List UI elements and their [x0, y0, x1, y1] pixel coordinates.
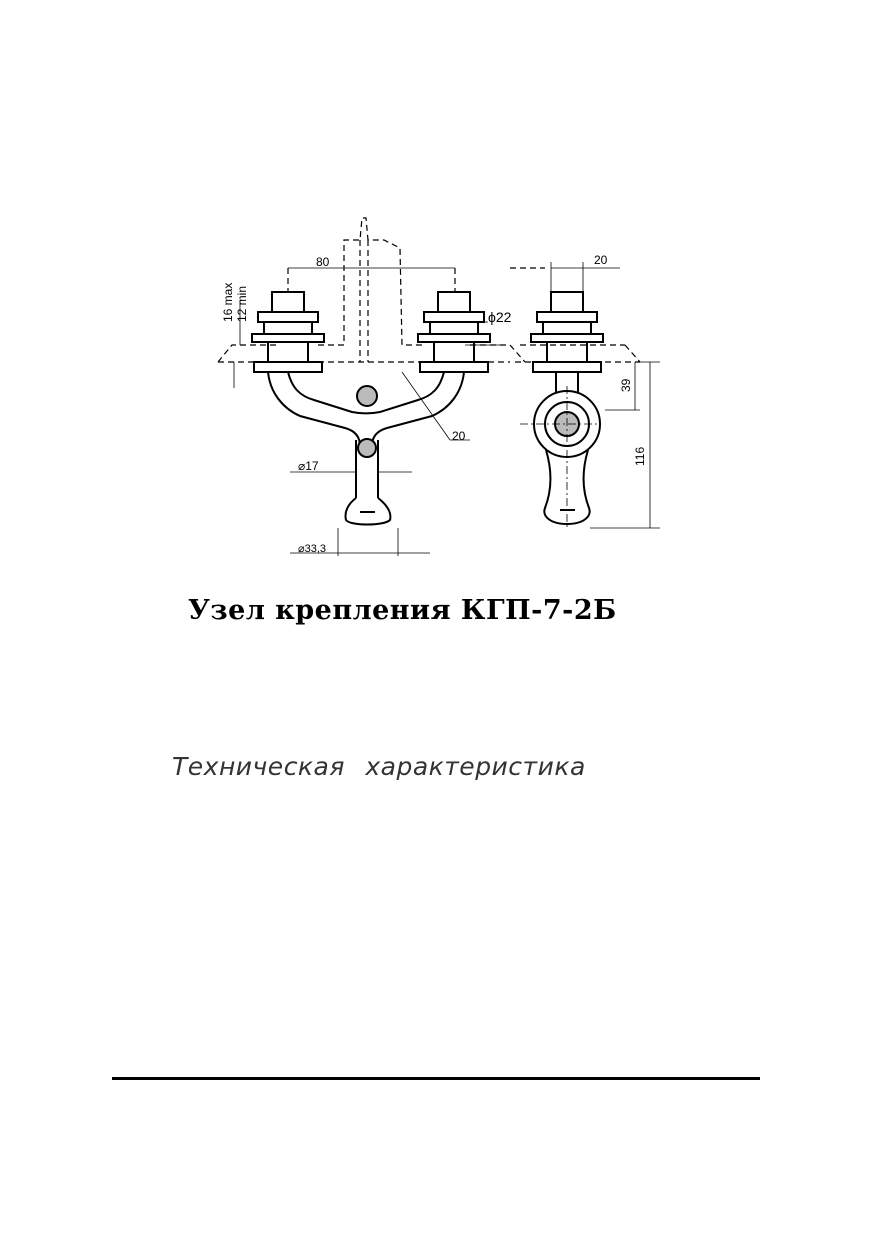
side-view: [510, 267, 641, 526]
horizontal-rule: [112, 1077, 760, 1080]
technical-drawing: 80 16 max 12 min ϕ22 20 ⌀17 ⌀33,3: [217, 217, 660, 556]
side-rail-outline: [510, 267, 641, 363]
left-bolt: [251, 291, 325, 373]
dim-20-bracket-label: 20: [452, 429, 466, 443]
dimension-lines-front: [233, 267, 500, 556]
dim-side-20-label: 20: [594, 253, 608, 267]
dim-dia22-label: ϕ22: [488, 309, 512, 325]
page-title: Узел крепления КГП-7-2Б: [188, 595, 617, 626]
dim-12min-label: 12 min: [235, 286, 249, 322]
v-bracket: [267, 371, 465, 458]
dim-39-label: 39: [619, 378, 633, 392]
section-heading: Техническая характеристика: [172, 752, 586, 781]
front-view: [217, 217, 526, 526]
right-bolt: [417, 291, 491, 373]
stem: [344, 440, 392, 526]
dim-80-label: 80: [316, 255, 330, 269]
dim-dia17-label: ⌀17: [298, 459, 319, 473]
dimension-lines-side: [520, 262, 660, 530]
dim-116-label: 116: [633, 447, 647, 466]
dim-dia33-label: ⌀33,3: [298, 543, 326, 555]
dim-16max-label: 16 max: [221, 283, 235, 322]
rail-outline: [217, 217, 526, 363]
